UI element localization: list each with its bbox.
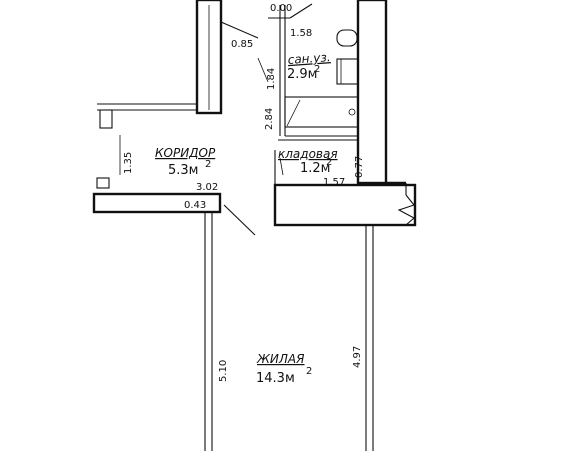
dim-top: 0.00 [270, 3, 292, 14]
dim-077: 0.77 [354, 156, 365, 178]
corridor-name: КОРИДОР [155, 146, 216, 160]
toilet-area: 2.9м [287, 67, 317, 82]
dim-284: 2.84 [264, 108, 275, 130]
living-area-sup: 2 [306, 366, 312, 377]
dim-043: 0.43 [184, 200, 206, 211]
storage-area-sup: 2 [326, 157, 332, 168]
toilet-fixtures [284, 29, 359, 128]
dim-085: 0.85 [231, 39, 253, 50]
dim-302: 3.02 [196, 182, 218, 193]
toilet-area-sup: 2 [314, 64, 320, 75]
wall-corridor-top [96, 103, 197, 189]
dim-497: 4.97 [352, 346, 363, 368]
dim-135: 1.35 [123, 152, 134, 174]
corridor-area: 5.3м [168, 163, 198, 178]
dim-158: 1.58 [290, 28, 312, 39]
leader-lines [119, 21, 284, 236]
toilet-name: сан.уз. [287, 50, 331, 67]
corridor-area-sup: 2 [205, 159, 211, 170]
wall-storage [273, 150, 417, 227]
wc-door [268, 3, 313, 19]
wall-living-top [92, 192, 222, 214]
storage-name: кладовая [278, 147, 338, 161]
exterior-wall-right [386, 181, 415, 226]
dim-510: 5.10 [218, 360, 229, 382]
wall-upper-left [195, 0, 223, 115]
living-name: ЖИЛАЯ [256, 352, 305, 366]
dim-184: 1.84 [266, 68, 277, 90]
wall-upper-right [356, 0, 388, 185]
living-walls [204, 212, 374, 451]
dim-157: 1.57 [323, 177, 345, 188]
storage-area: 1.2м [300, 161, 330, 176]
living-area: 14.3м [256, 371, 295, 386]
